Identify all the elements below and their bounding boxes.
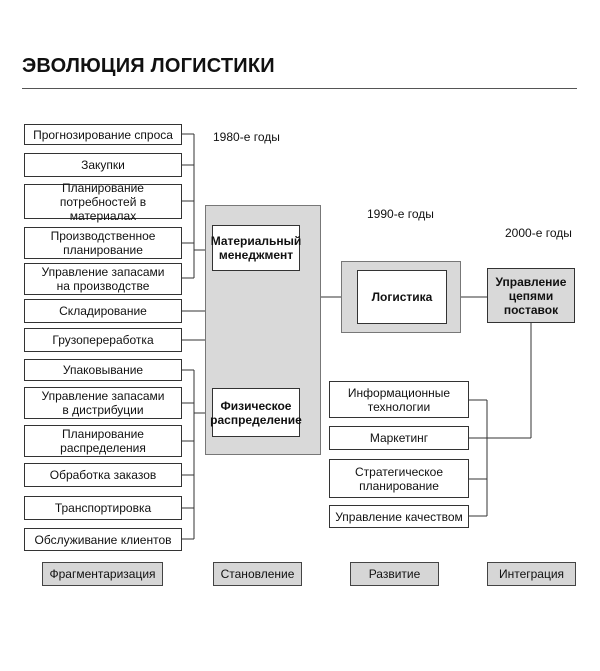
stage-fragmentation: Фрагментаризация [42, 562, 163, 586]
physical-distribution-box: Физическое распределение [210, 388, 302, 437]
item-distribution-planning: Планирование распределения [24, 425, 182, 457]
era-2000: 2000-е годы [505, 226, 572, 240]
stage-formation: Становление [213, 562, 302, 586]
item-cargo-handling: Грузопереработка [24, 328, 182, 352]
supply-chain-management-box: Управление цепями поставок [487, 268, 575, 323]
item-quality-management: Управление качеством [329, 505, 469, 528]
item-order-processing: Обработка заказов [24, 463, 182, 487]
item-transportation: Транспортировка [24, 496, 182, 520]
logistics-box: Логистика [357, 270, 447, 324]
stage-development: Развитие [350, 562, 439, 586]
era-1980: 1980-е годы [213, 130, 280, 144]
item-procurement: Закупки [24, 153, 182, 177]
title-divider [22, 88, 577, 89]
item-production-inventory: Управление запасами на производстве [24, 263, 182, 295]
item-customer-service: Обслуживание клиентов [24, 528, 182, 551]
materials-management-box: Материальный менеджмент [211, 225, 301, 271]
item-production-planning: Производственное планирование [24, 227, 182, 259]
era-1990: 1990-е годы [367, 207, 434, 221]
item-distribution-inventory: Управление запасами в дистрибуции [24, 387, 182, 419]
page-title: ЭВОЛЮЦИЯ ЛОГИСТИКИ [22, 55, 275, 77]
item-information-technology: Информационные технологии [329, 381, 469, 418]
item-packaging: Упаковывание [24, 359, 182, 381]
item-material-requirements-planning: Планирование потребностей в материалах [24, 181, 182, 223]
item-warehousing: Складирование [24, 299, 182, 323]
item-demand-forecasting: Прогнозирование спроса [24, 124, 182, 145]
item-strategic-planning: Стратегическое планирование [329, 459, 469, 498]
stage-integration: Интеграция [487, 562, 576, 586]
item-marketing: Маркетинг [329, 426, 469, 450]
